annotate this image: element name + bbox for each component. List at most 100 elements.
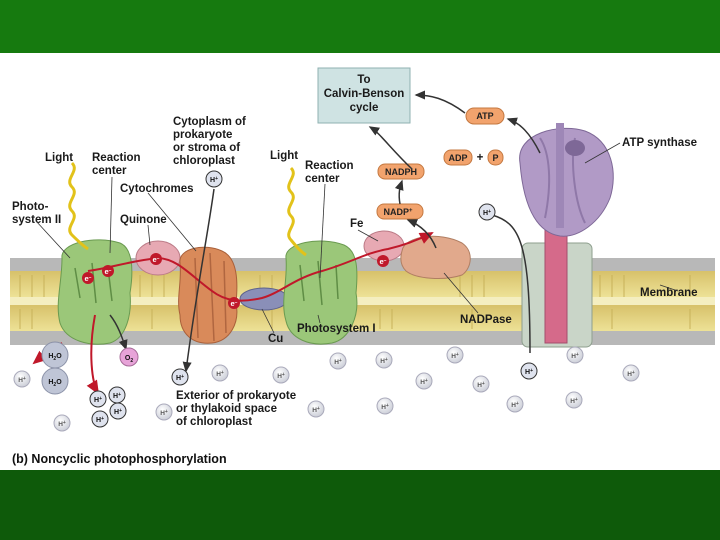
svg-text:H+: H+ xyxy=(160,409,168,417)
leader-atp-synthase xyxy=(584,142,621,164)
cytochrome-complex xyxy=(178,246,238,344)
svg-text:H+: H+ xyxy=(113,392,121,400)
svg-text:H+: H+ xyxy=(94,396,102,404)
photosystem-i-complex xyxy=(283,240,358,345)
fe-label: Fe xyxy=(350,218,363,230)
svg-text:H+: H+ xyxy=(58,420,66,428)
proton-release-arrow xyxy=(86,314,100,395)
svg-text:H+: H+ xyxy=(176,374,184,382)
leader-reaction-center-left xyxy=(109,176,113,254)
cytoplasm-line2: prokaryote xyxy=(173,129,232,141)
synthase-to-atp-arrow xyxy=(506,117,541,154)
atp-to-cycle-arrow xyxy=(414,90,466,114)
nadph-pill xyxy=(377,163,425,180)
quinone-label: Quinone xyxy=(120,214,167,226)
nadph-label: NADPH xyxy=(385,167,417,177)
svg-text:e−: e− xyxy=(104,267,111,276)
leader-photosystem-i xyxy=(317,314,321,324)
slide-bottom-bar xyxy=(0,470,720,540)
leader-quinone xyxy=(147,224,151,246)
figure-caption: (b) Noncyclic photophosphorylation xyxy=(12,452,227,466)
photosystem-ii-complex xyxy=(57,239,133,345)
svg-text:e−: e− xyxy=(84,274,91,283)
electron-markers: e− e− e− e− e− xyxy=(82,253,389,309)
svg-text:H+: H+ xyxy=(511,401,519,409)
light-wave-right-icon xyxy=(287,166,307,257)
svg-text:H+: H+ xyxy=(18,376,26,384)
water-molecules: H2O H2O xyxy=(41,341,69,395)
svg-text:H+: H+ xyxy=(483,209,491,217)
title-box-line2: Calvin-Benson xyxy=(324,88,405,100)
title-box-line1: To xyxy=(357,74,370,86)
leader-membrane xyxy=(659,284,679,292)
svg-text:H+: H+ xyxy=(216,370,224,378)
atp-synthase-complex xyxy=(519,123,614,348)
cytoplasm-line3: or stroma of xyxy=(173,142,240,154)
light-wave-left-icon xyxy=(68,161,89,251)
photosystem-ii-line1: Photo- xyxy=(12,201,49,213)
svg-text:H2O: H2O xyxy=(48,353,62,362)
light-right-label: Light xyxy=(270,150,298,162)
cu-label: Cu xyxy=(268,333,283,345)
cytoplasm-line1: Cytoplasm of xyxy=(173,116,246,128)
nadp-label: NADP+ xyxy=(383,207,413,217)
svg-text:e−: e− xyxy=(152,255,159,264)
cytoplasm-line4: chloroplast xyxy=(173,155,235,167)
svg-text:H+: H+ xyxy=(277,372,285,380)
nadph-to-cycle-arrow xyxy=(368,126,413,170)
leader-fe xyxy=(357,229,379,242)
nadpase-enzyme xyxy=(400,235,471,279)
svg-text:H+: H+ xyxy=(96,416,104,424)
proton-ions-faint: H+ H+ H+ H+ H+ H+ H+ H+ H+ H+ H+ H+ H+ H… xyxy=(13,346,640,432)
svg-text:H+: H+ xyxy=(420,378,428,386)
cytoplasm-proton-arrow xyxy=(182,188,215,373)
svg-text:e−: e− xyxy=(230,299,237,308)
membrane-label: Membrane xyxy=(640,287,698,299)
proton-gradient-arrow xyxy=(491,214,531,354)
leader-cu xyxy=(261,308,275,334)
reaction-center-right-line1: Reaction xyxy=(305,160,354,172)
atp-pill xyxy=(465,107,505,125)
water-oxygen-arrow xyxy=(109,314,128,351)
atp-label: ATP xyxy=(476,111,493,121)
reaction-center-right-line2: center xyxy=(305,173,340,185)
nadpase-label: NADPase xyxy=(460,314,512,326)
photophosphorylation-diagram: To Calvin-Benson cycle ATP ADP + P NADPH… xyxy=(10,67,715,466)
title-box-line3: cycle xyxy=(350,102,379,114)
svg-text:H+: H+ xyxy=(210,176,218,184)
svg-text:H+: H+ xyxy=(312,406,320,414)
light-left-label: Light xyxy=(45,152,73,164)
plus-sign: + xyxy=(477,152,484,164)
slide-top-bar xyxy=(0,0,720,53)
plastocyanin-molecule xyxy=(239,287,289,311)
nadp-to-nadpase-arrow xyxy=(406,219,437,249)
svg-text:H+: H+ xyxy=(627,370,635,378)
nadp-to-nadph-arrow xyxy=(394,179,404,205)
oxygen-label: O2 xyxy=(125,355,133,364)
proton-ions-dark: H+ H+ H+ H+ H+ H+ H+ H+ xyxy=(89,170,538,428)
leader-photosystem-ii xyxy=(35,220,71,259)
oxygen-molecule xyxy=(119,347,139,367)
exterior-line3: of chloroplast xyxy=(176,416,252,428)
svg-text:H+: H+ xyxy=(477,381,485,389)
reaction-center-left-line2: center xyxy=(92,165,127,177)
svg-text:H+: H+ xyxy=(334,358,342,366)
leader-cytochromes xyxy=(147,192,197,252)
phosphate-label: P xyxy=(492,153,498,163)
adp-label: ADP xyxy=(448,153,467,163)
diagram-panel: To Calvin-Benson cycle ATP ADP + P NADPH… xyxy=(0,53,720,470)
leader-reaction-center-right xyxy=(319,183,326,279)
svg-text:e−: e− xyxy=(379,257,386,266)
svg-text:H+: H+ xyxy=(570,397,578,405)
exterior-line2: or thylakoid space xyxy=(176,403,277,415)
svg-text:H+: H+ xyxy=(381,403,389,411)
leader-nadpase xyxy=(443,272,479,314)
atp-synthase-label: ATP synthase xyxy=(622,137,697,149)
svg-text:H+: H+ xyxy=(525,368,533,376)
photosystem-i-label: Photosystem I xyxy=(297,323,376,335)
adp-pill xyxy=(443,149,473,166)
reaction-center-left-line1: Reaction xyxy=(92,152,141,164)
exterior-line1: Exterior of prokaryote xyxy=(176,390,296,402)
svg-text:H+: H+ xyxy=(451,352,459,360)
svg-text:H+: H+ xyxy=(380,357,388,365)
